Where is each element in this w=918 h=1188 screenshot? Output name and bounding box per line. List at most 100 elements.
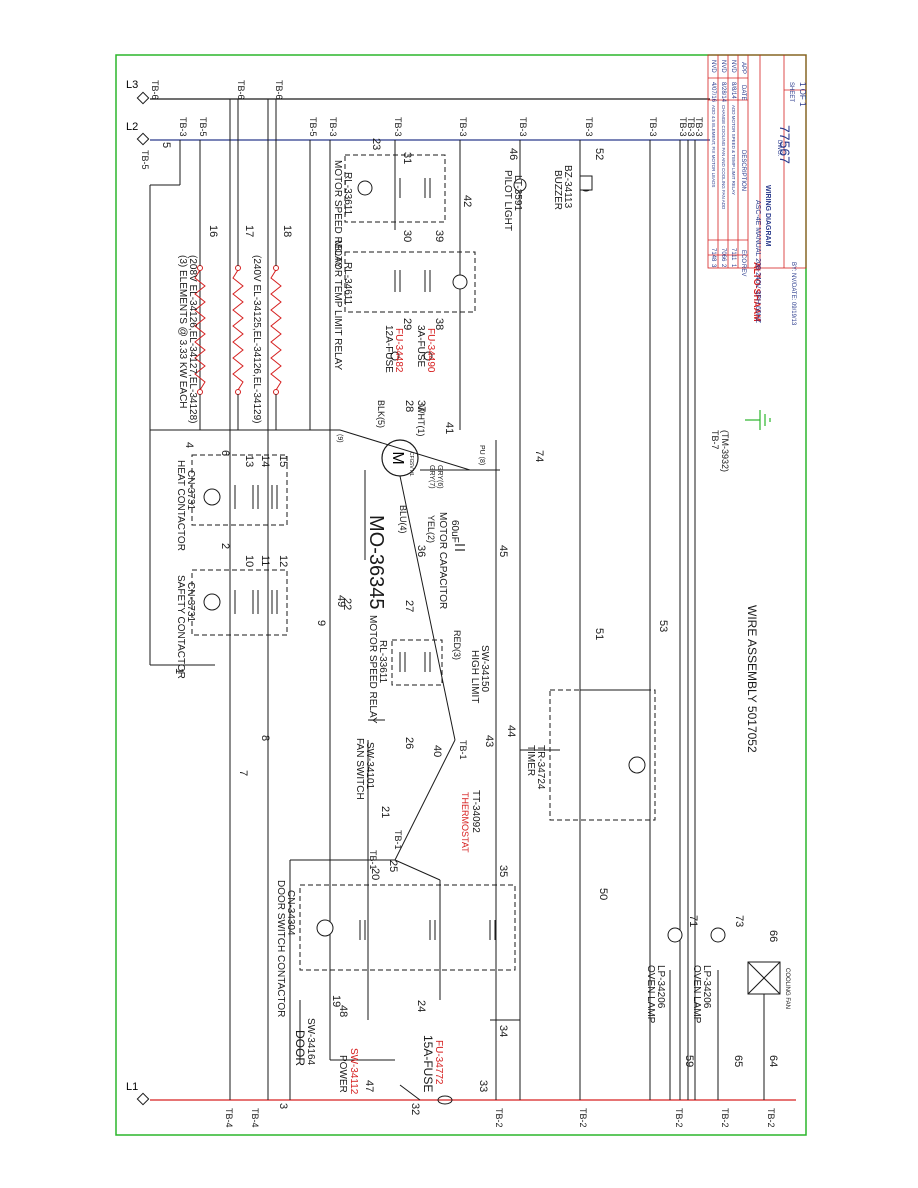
- svg-text:RL-33611: RL-33611: [342, 172, 353, 216]
- svg-text:TB-3: TB-3: [694, 117, 704, 137]
- interconnect-wires: [150, 429, 765, 1101]
- svg-text:SW-34112: SW-34112: [348, 1048, 359, 1095]
- svg-text:TB-1: TB-1: [368, 850, 378, 870]
- wire-number-33: 33: [477, 1080, 489, 1092]
- svg-text:TB-2: TB-2: [578, 1108, 588, 1128]
- svg-text:1: 1: [730, 264, 736, 268]
- fuses: [390, 351, 453, 1105]
- svg-text:TB-3: TB-3: [648, 117, 658, 137]
- motor-symbol: M: [381, 439, 419, 477]
- svg-text:PU (8): PU (8): [478, 445, 485, 465]
- buzzer-symbol: [579, 175, 593, 191]
- svg-text:CFG: CFG: [408, 452, 414, 463]
- wire-number-13: 13: [243, 455, 255, 467]
- wire-number-23: 23: [370, 138, 382, 150]
- svg-text:TB-3: TB-3: [584, 117, 594, 137]
- svg-text:TB-5: TB-5: [198, 117, 208, 137]
- svg-text:CN-34304: CN-34304: [285, 890, 296, 936]
- wire-number-36: 36: [415, 545, 427, 557]
- heater-leads: [199, 99, 277, 430]
- svg-text:TB-1: TB-1: [393, 830, 403, 850]
- svg-text:RL-33611: RL-33611: [377, 640, 388, 684]
- svg-text:WIRE ASSEMBLY 5017052: WIRE ASSEMBLY 5017052: [745, 605, 759, 753]
- svg-text:TB-2: TB-2: [674, 1108, 684, 1128]
- svg-text:LP-34206: LP-34206: [701, 965, 712, 1009]
- wire-number-4: 4: [183, 442, 195, 448]
- wire-number-49: 49: [335, 595, 347, 607]
- svg-text:RL-34611: RL-34611: [342, 262, 353, 306]
- wire-number-11: 11: [259, 555, 271, 566]
- wire-number-34: 34: [497, 1025, 509, 1037]
- svg-text:3: 3: [710, 264, 716, 268]
- svg-text:TB-2: TB-2: [720, 1108, 730, 1128]
- title-block: [707, 54, 807, 269]
- svg-text:PILOT LIGHT: PILOT LIGHT: [502, 170, 513, 231]
- svg-text:TR-34724: TR-34724: [535, 745, 546, 790]
- svg-text:TB-4: TB-4: [224, 1108, 234, 1128]
- wire-number-65: 65: [732, 1055, 744, 1067]
- svg-text:RED(3): RED(3): [452, 630, 462, 660]
- wire-number-48: 48: [337, 1005, 349, 1017]
- svg-text:12A-FUSE: 12A-FUSE: [383, 325, 394, 373]
- contacts: [229, 178, 496, 940]
- wire-number-12: 12: [277, 555, 289, 567]
- wire-number-47: 47: [363, 1080, 375, 1092]
- power-buses: [150, 98, 796, 1101]
- wire-number-74: 74: [533, 450, 545, 462]
- svg-text:ALTO-SHAAM: ALTO-SHAAM: [752, 262, 762, 322]
- svg-text:LP-34206: LP-34206: [655, 965, 666, 1009]
- svg-text:MOTOR SPEED RELAY: MOTOR SPEED RELAY: [332, 160, 343, 269]
- svg-text:NVD: NVD: [730, 60, 736, 73]
- svg-text:YEL(2): YEL(2): [426, 515, 436, 543]
- wire-number-9: 9: [315, 620, 327, 626]
- wire-number-59: 59: [683, 1055, 695, 1067]
- svg-text:WHT(1): WHT(1): [416, 405, 426, 437]
- svg-text:TB-3: TB-3: [458, 117, 468, 137]
- wire-number-3: 3: [277, 1103, 289, 1109]
- svg-text:60uF: 60uF: [449, 520, 460, 543]
- wire-number-29: 29: [401, 318, 413, 330]
- wire-number-17: 17: [243, 225, 255, 237]
- svg-text:OVEN LAMP: OVEN LAMP: [691, 965, 702, 1024]
- svg-text:SAFETY CONTACTOR: SAFETY CONTACTOR: [175, 575, 186, 679]
- wire-number-18: 18: [281, 225, 293, 237]
- motor-capacitor-symbol: [455, 544, 465, 551]
- svg-text:CN-3731: CN-3731: [185, 470, 196, 510]
- svg-text:SW-34150: SW-34150: [479, 645, 490, 693]
- svg-text:MO-36345: MO-36345: [365, 515, 387, 610]
- wire-number-73: 73: [733, 915, 745, 927]
- svg-text:DATE: DATE: [740, 85, 746, 101]
- svg-text:TB-5: TB-5: [140, 150, 150, 170]
- wire-number-45: 45: [497, 545, 509, 557]
- component-labels: SAFETY CONTACTOR CN-3731 HEAT CONTACTOR …: [175, 160, 790, 1095]
- svg-text:TB-3: TB-3: [518, 117, 528, 137]
- line-label-l1: L1: [126, 1081, 138, 1093]
- sheet-border: [115, 54, 807, 1136]
- svg-text:DOOR SWITCH CONTACTOR: DOOR SWITCH CONTACTOR: [275, 880, 286, 1017]
- svg-text:FU-34482: FU-34482: [393, 328, 404, 373]
- line-label-l3: L3: [126, 79, 138, 91]
- svg-text:TB-3: TB-3: [328, 117, 338, 137]
- svg-text:TIMER: TIMER: [525, 745, 536, 776]
- wire-number-10: 10: [243, 555, 255, 567]
- wire-number-37: 37: [415, 400, 427, 412]
- svg-text:2: 2: [720, 264, 726, 268]
- svg-text:NVD: NVD: [710, 60, 716, 73]
- svg-text:ASC-4E MANUAL 208-240V 3PH 60H: ASC-4E MANUAL 208-240V 3PH 60HZ: [754, 200, 761, 324]
- svg-text:DWG.: DWG.: [776, 140, 782, 157]
- svg-text:CHANGE COOLING FAN AND COOLING: CHANGE COOLING FAN AND COOLING FAN ADD: [721, 105, 726, 210]
- wire-number-41: 41: [443, 422, 455, 434]
- wire-number-21: 21: [379, 806, 391, 818]
- svg-text:TB-1: TB-1: [458, 740, 468, 760]
- wire-number-28: 28: [403, 400, 415, 412]
- wire-number-64: 64: [767, 1055, 779, 1067]
- svg-text:DOOR: DOOR: [293, 1030, 307, 1066]
- ground-symbol: [745, 410, 771, 430]
- svg-text:TB-6: TB-6: [150, 80, 160, 100]
- svg-text:BLU(4): BLU(4): [398, 505, 408, 534]
- svg-text:15A-FUSE: 15A-FUSE: [421, 1035, 435, 1092]
- wire-number-1: 1: [173, 668, 185, 674]
- wire-number-19: 19: [330, 995, 342, 1007]
- wire-number-8: 8: [259, 735, 271, 741]
